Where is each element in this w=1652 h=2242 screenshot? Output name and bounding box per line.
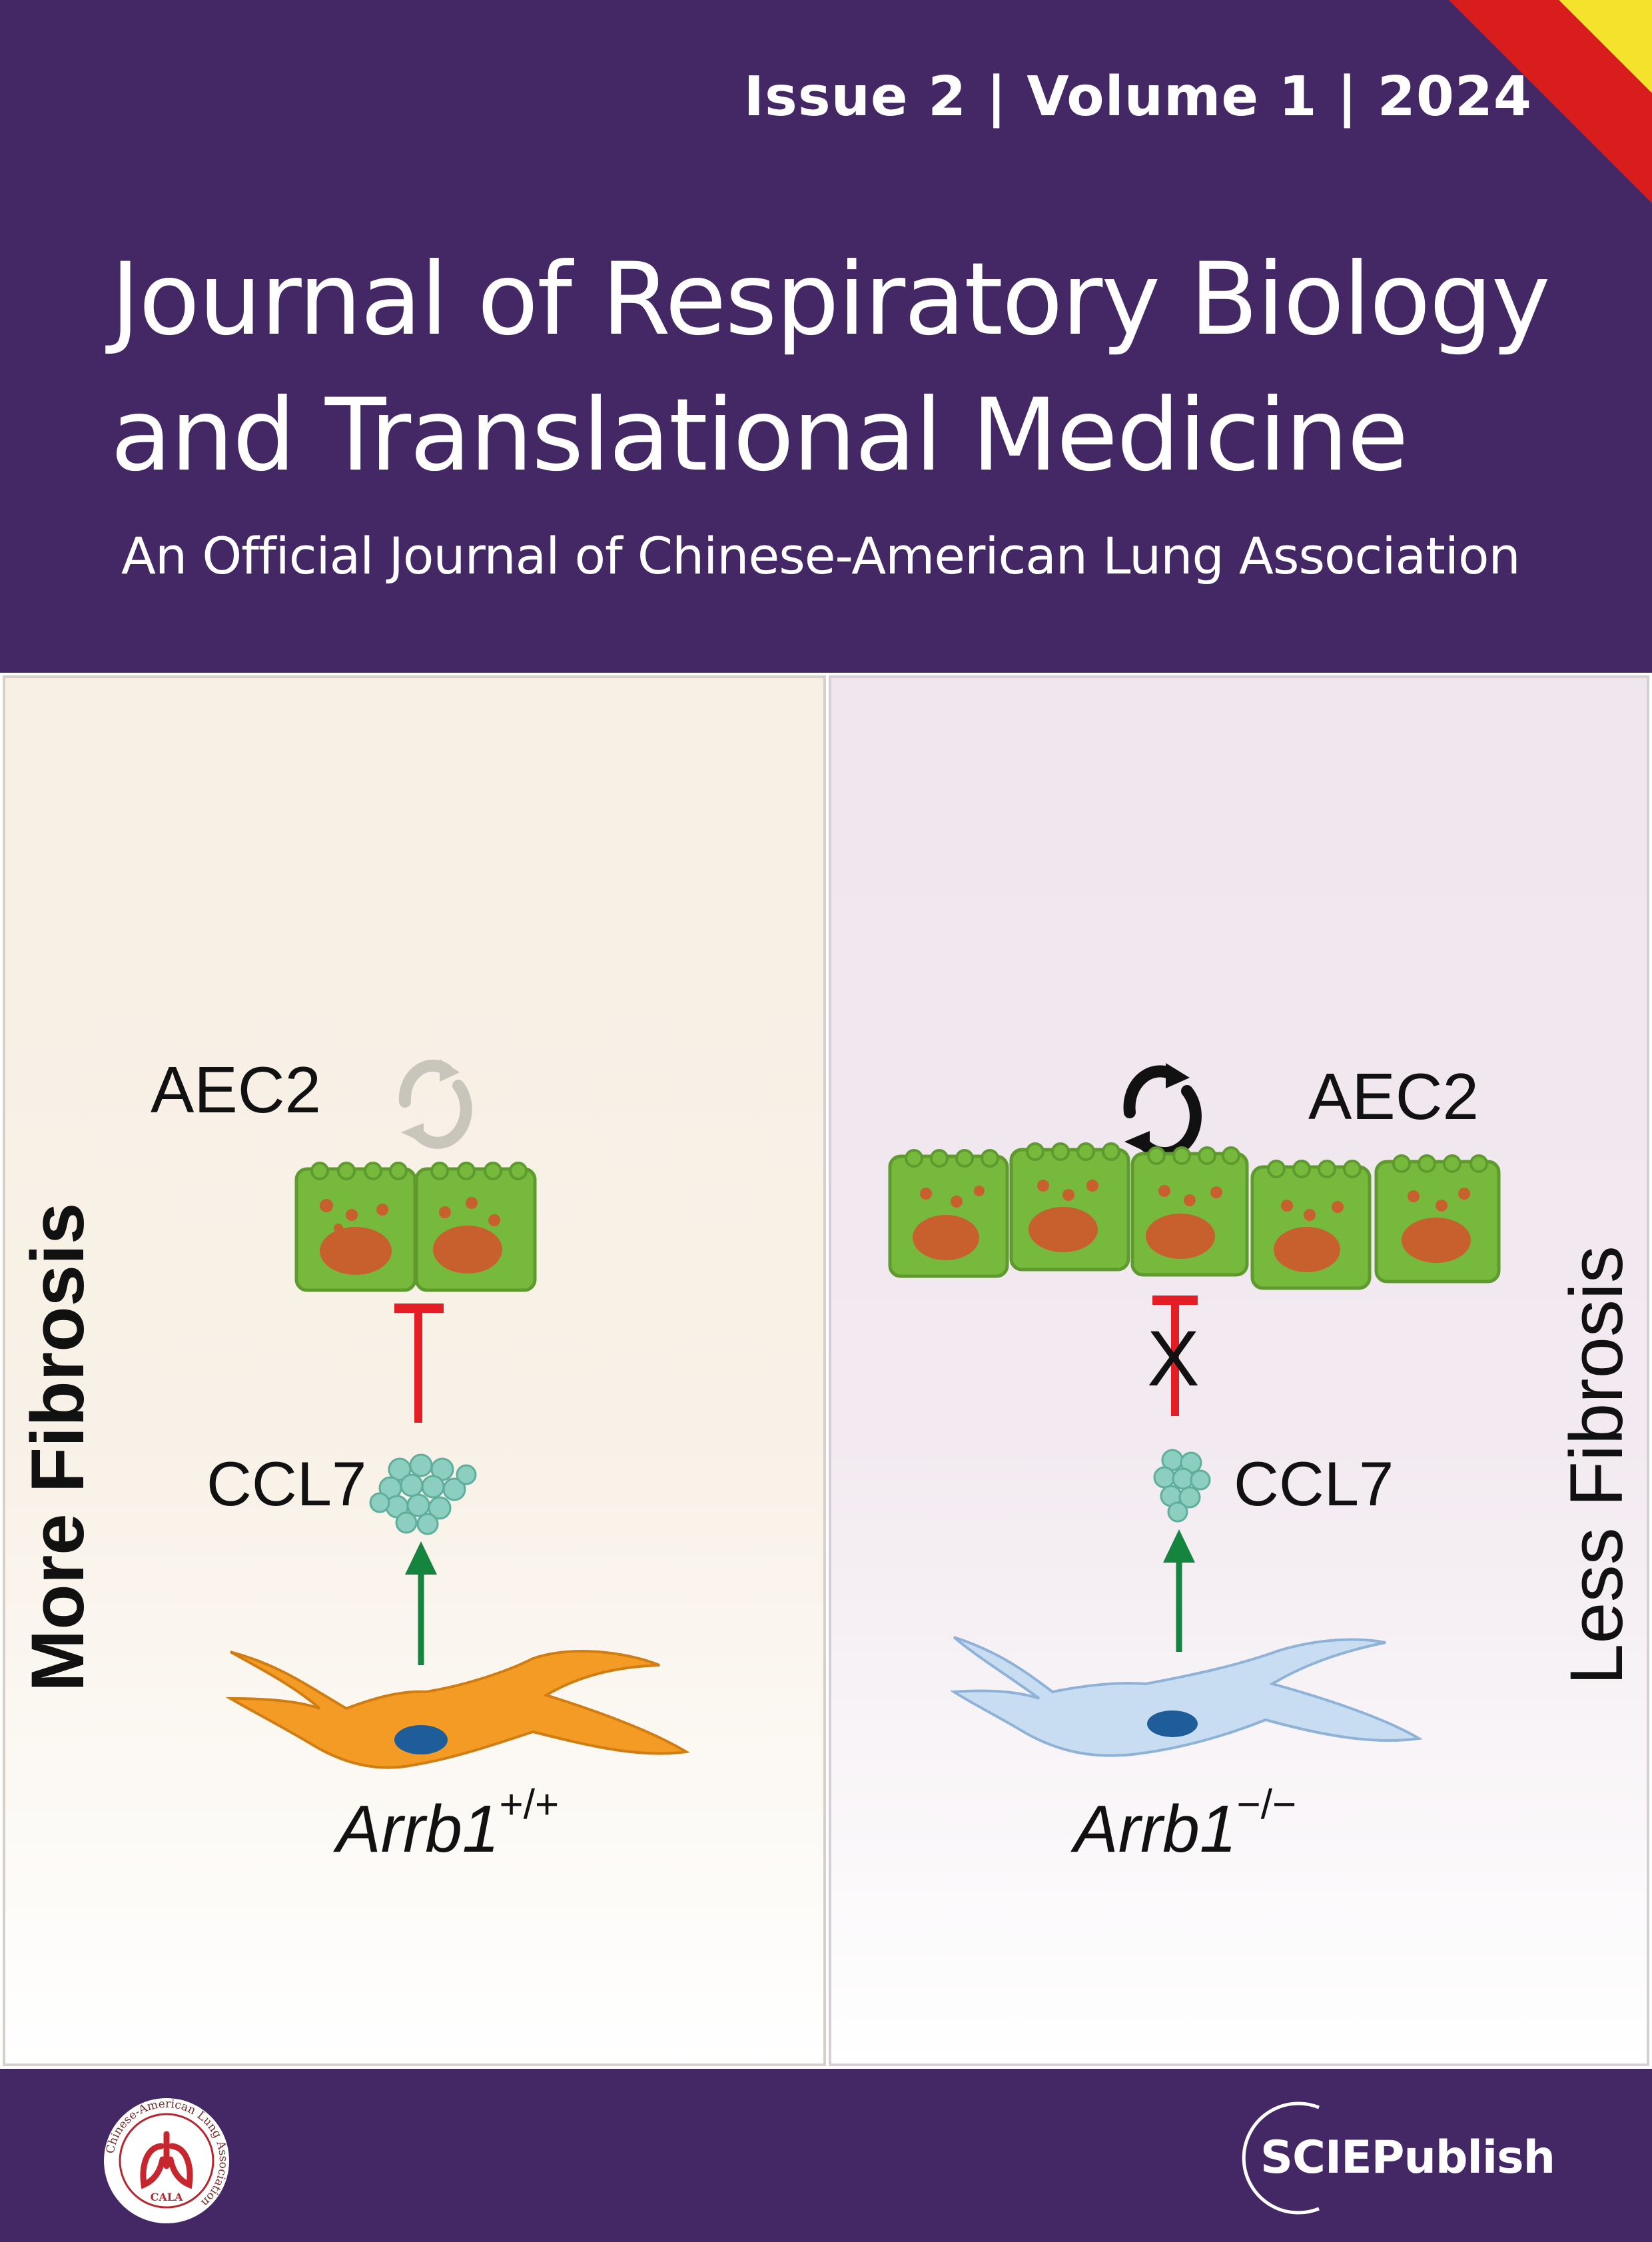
cala-logo: Chinese-American Lung Association CALA — [104, 2097, 230, 2223]
right-aec2-cell-4 — [1250, 1160, 1372, 1290]
left-ccl7-label: CCL7 — [206, 1449, 366, 1519]
right-fibroblast-cell — [949, 1636, 1423, 1757]
journal-header: Issue 2 | Volume 1 | 2024 Journal of Res… — [0, 0, 1652, 673]
right-panel — [829, 675, 1649, 2066]
left-cycle-icon-faded — [398, 1059, 472, 1149]
less-fibrosis-label: Less Fibrosis — [1555, 1246, 1638, 1685]
left-aec2-label: AEC2 — [151, 1053, 321, 1126]
publisher-logo: SCIEPublish — [1219, 2098, 1565, 2218]
cover-figure: More Fibrosis AEC2 — [0, 673, 1652, 2069]
journal-title: Journal of Respiratory Biology and Trans… — [111, 232, 1551, 504]
journal-title-line-1: Journal of Respiratory Biology — [111, 242, 1551, 358]
left-gene-name: Arrb1 — [333, 1792, 500, 1866]
left-aec2-cell-2 — [414, 1162, 537, 1292]
issue-volume-year: Issue 2 | Volume 1 | 2024 — [743, 65, 1532, 129]
left-gene-superscript: +/+ — [500, 1782, 560, 1828]
right-aec2-label: AEC2 — [1308, 1060, 1479, 1133]
right-ccl7-label: CCL7 — [1234, 1449, 1394, 1519]
right-promote-arrow — [1163, 1529, 1195, 1652]
left-promote-arrow — [405, 1541, 437, 1665]
right-aec2-cell-1 — [888, 1149, 1009, 1278]
journal-footer: Chinese-American Lung Association CALA S… — [0, 2069, 1652, 2242]
left-ccl7-cluster — [369, 1453, 477, 1535]
more-fibrosis-label: More Fibrosis — [16, 1203, 99, 1692]
right-blocked-inhibition — [1152, 1296, 1198, 1416]
blocked-x-mark: X — [1147, 1315, 1200, 1403]
left-aec2-cell-1 — [294, 1162, 417, 1292]
right-gene-superscript: −/− — [1237, 1782, 1297, 1828]
right-gene-name: Arrb1 — [1070, 1792, 1237, 1866]
corner-stripes — [1449, 0, 1652, 203]
left-genotype-label: Arrb1+/+ — [333, 1782, 559, 1866]
lung-icon — [140, 2131, 193, 2189]
right-ccl7-cluster — [1153, 1449, 1211, 1523]
journal-subtitle: An Official Journal of Chinese-American … — [121, 526, 1521, 585]
right-aec2-cell-3 — [1130, 1146, 1249, 1277]
right-genotype-label: Arrb1−/− — [1070, 1782, 1296, 1866]
left-inhibition-arrow — [394, 1304, 444, 1423]
right-aec2-cell-2 — [1009, 1142, 1130, 1272]
cover-figure-svg: More Fibrosis AEC2 — [3, 675, 1649, 2066]
cala-logo-abbrev: CALA — [151, 2191, 183, 2203]
journal-title-line-2: and Translational Medicine — [111, 378, 1409, 494]
publisher-ring-icon — [1242, 2101, 1320, 2215]
left-fibroblast-cell — [225, 1650, 690, 1769]
right-aec2-cell-5 — [1374, 1154, 1501, 1284]
publisher-name: SCIEPublish — [1260, 2131, 1555, 2184]
corner-stripe-red — [1449, 0, 1652, 203]
